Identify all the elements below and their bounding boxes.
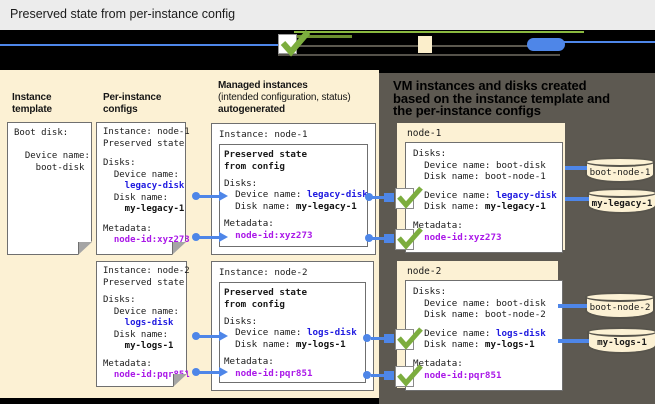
connector-arrow-icon xyxy=(219,331,228,341)
vm-detail-box: Disks: Device name: boot-disk Disk name:… xyxy=(405,280,563,391)
connector-stub xyxy=(384,333,394,343)
connector-dot xyxy=(365,193,373,201)
connector-dot xyxy=(192,192,200,200)
connector-dot xyxy=(192,332,200,340)
disk-link-line xyxy=(558,339,589,343)
disk-cylinder-boot-node-1: boot-node-1 xyxy=(585,157,655,183)
applied-checkmark-icon xyxy=(395,364,423,387)
disk-label: boot-node-1 xyxy=(589,167,651,178)
connector-arrow-icon xyxy=(219,191,228,201)
connector-line xyxy=(199,370,219,374)
column-header-managed-instances: Managed instances (intended configuratio… xyxy=(218,80,351,115)
applied-checkmark-icon xyxy=(395,186,423,209)
connector-dot xyxy=(192,233,200,241)
legend-green-line xyxy=(294,31,584,33)
vm-detail-box: Disks: Device name: boot-disk Disk name:… xyxy=(405,142,563,253)
connector-dot xyxy=(365,234,373,242)
connector-arrow-icon xyxy=(219,232,228,242)
connector-dot xyxy=(192,368,200,376)
legend-olive-line xyxy=(294,35,352,38)
connector-line xyxy=(371,373,384,377)
disk-cylinder-my-logs-1: my-logs-1 xyxy=(587,327,655,354)
managed-instance-card-node-2: Instance: node-2 Preserved state from co… xyxy=(211,261,374,391)
per-instance-config-card-node-1: Instance: node-1 Preserved state Disks: … xyxy=(96,122,190,255)
connector-stub xyxy=(384,370,394,380)
connector-dot xyxy=(363,334,371,342)
legend-instance-swatch-icon xyxy=(418,36,432,53)
disk-label: my-logs-1 xyxy=(597,337,647,348)
title-bar: Preserved state from per-instance config xyxy=(0,0,655,30)
connector-line xyxy=(199,194,219,198)
disk-link-line xyxy=(565,197,589,201)
legend-blue-line-right xyxy=(563,41,655,43)
connector-line xyxy=(371,336,384,340)
disk-cylinder-my-legacy-1: my-legacy-1 xyxy=(587,188,655,214)
connector-stub xyxy=(384,192,394,202)
per-instance-config-card-node-2: Instance: node-2 Preserved state Disks: … xyxy=(96,261,190,387)
legend-blue-line-left xyxy=(0,44,278,46)
legend-gray-line-2 xyxy=(278,54,560,56)
page-title: Preserved state from per-instance config xyxy=(10,7,236,21)
disk-label: boot-node-2 xyxy=(589,302,651,313)
disk-cylinder-boot-node-2: boot-node-2 xyxy=(585,292,655,319)
preserved-state-box: Preserved state from config Disks: Devic… xyxy=(219,144,368,247)
applied-checkmark-icon xyxy=(395,227,423,250)
connector-stub xyxy=(384,233,394,243)
preserved-state-box: Preserved state from config Disks: Devic… xyxy=(219,282,366,383)
vm-card-node-2: node-2 Disks: Device name: boot-disk Dis… xyxy=(397,261,563,391)
disk-link-line xyxy=(565,166,587,170)
legend-disk-pill-icon xyxy=(527,38,565,51)
disk-link-line xyxy=(558,304,587,308)
connector-line xyxy=(199,334,219,338)
connector-arrow-icon xyxy=(219,367,228,377)
connector-line xyxy=(372,236,384,240)
connector-line xyxy=(372,195,384,199)
instance-template-card: Boot disk: Device name: boot-disk xyxy=(7,122,92,255)
vm-panel-header: VM instances and disks created based on … xyxy=(393,78,610,118)
connector-line xyxy=(199,235,219,239)
applied-checkmark-icon xyxy=(395,327,423,350)
legend-checkmark-icon xyxy=(278,30,311,57)
disk-label: my-legacy-1 xyxy=(591,198,653,209)
connector-dot xyxy=(363,371,371,379)
managed-instance-card-node-1: Instance: node-1 Preserved state from co… xyxy=(211,123,376,255)
vm-card-node-1: node-1 Disks: Device name: boot-disk Dis… xyxy=(397,123,565,253)
